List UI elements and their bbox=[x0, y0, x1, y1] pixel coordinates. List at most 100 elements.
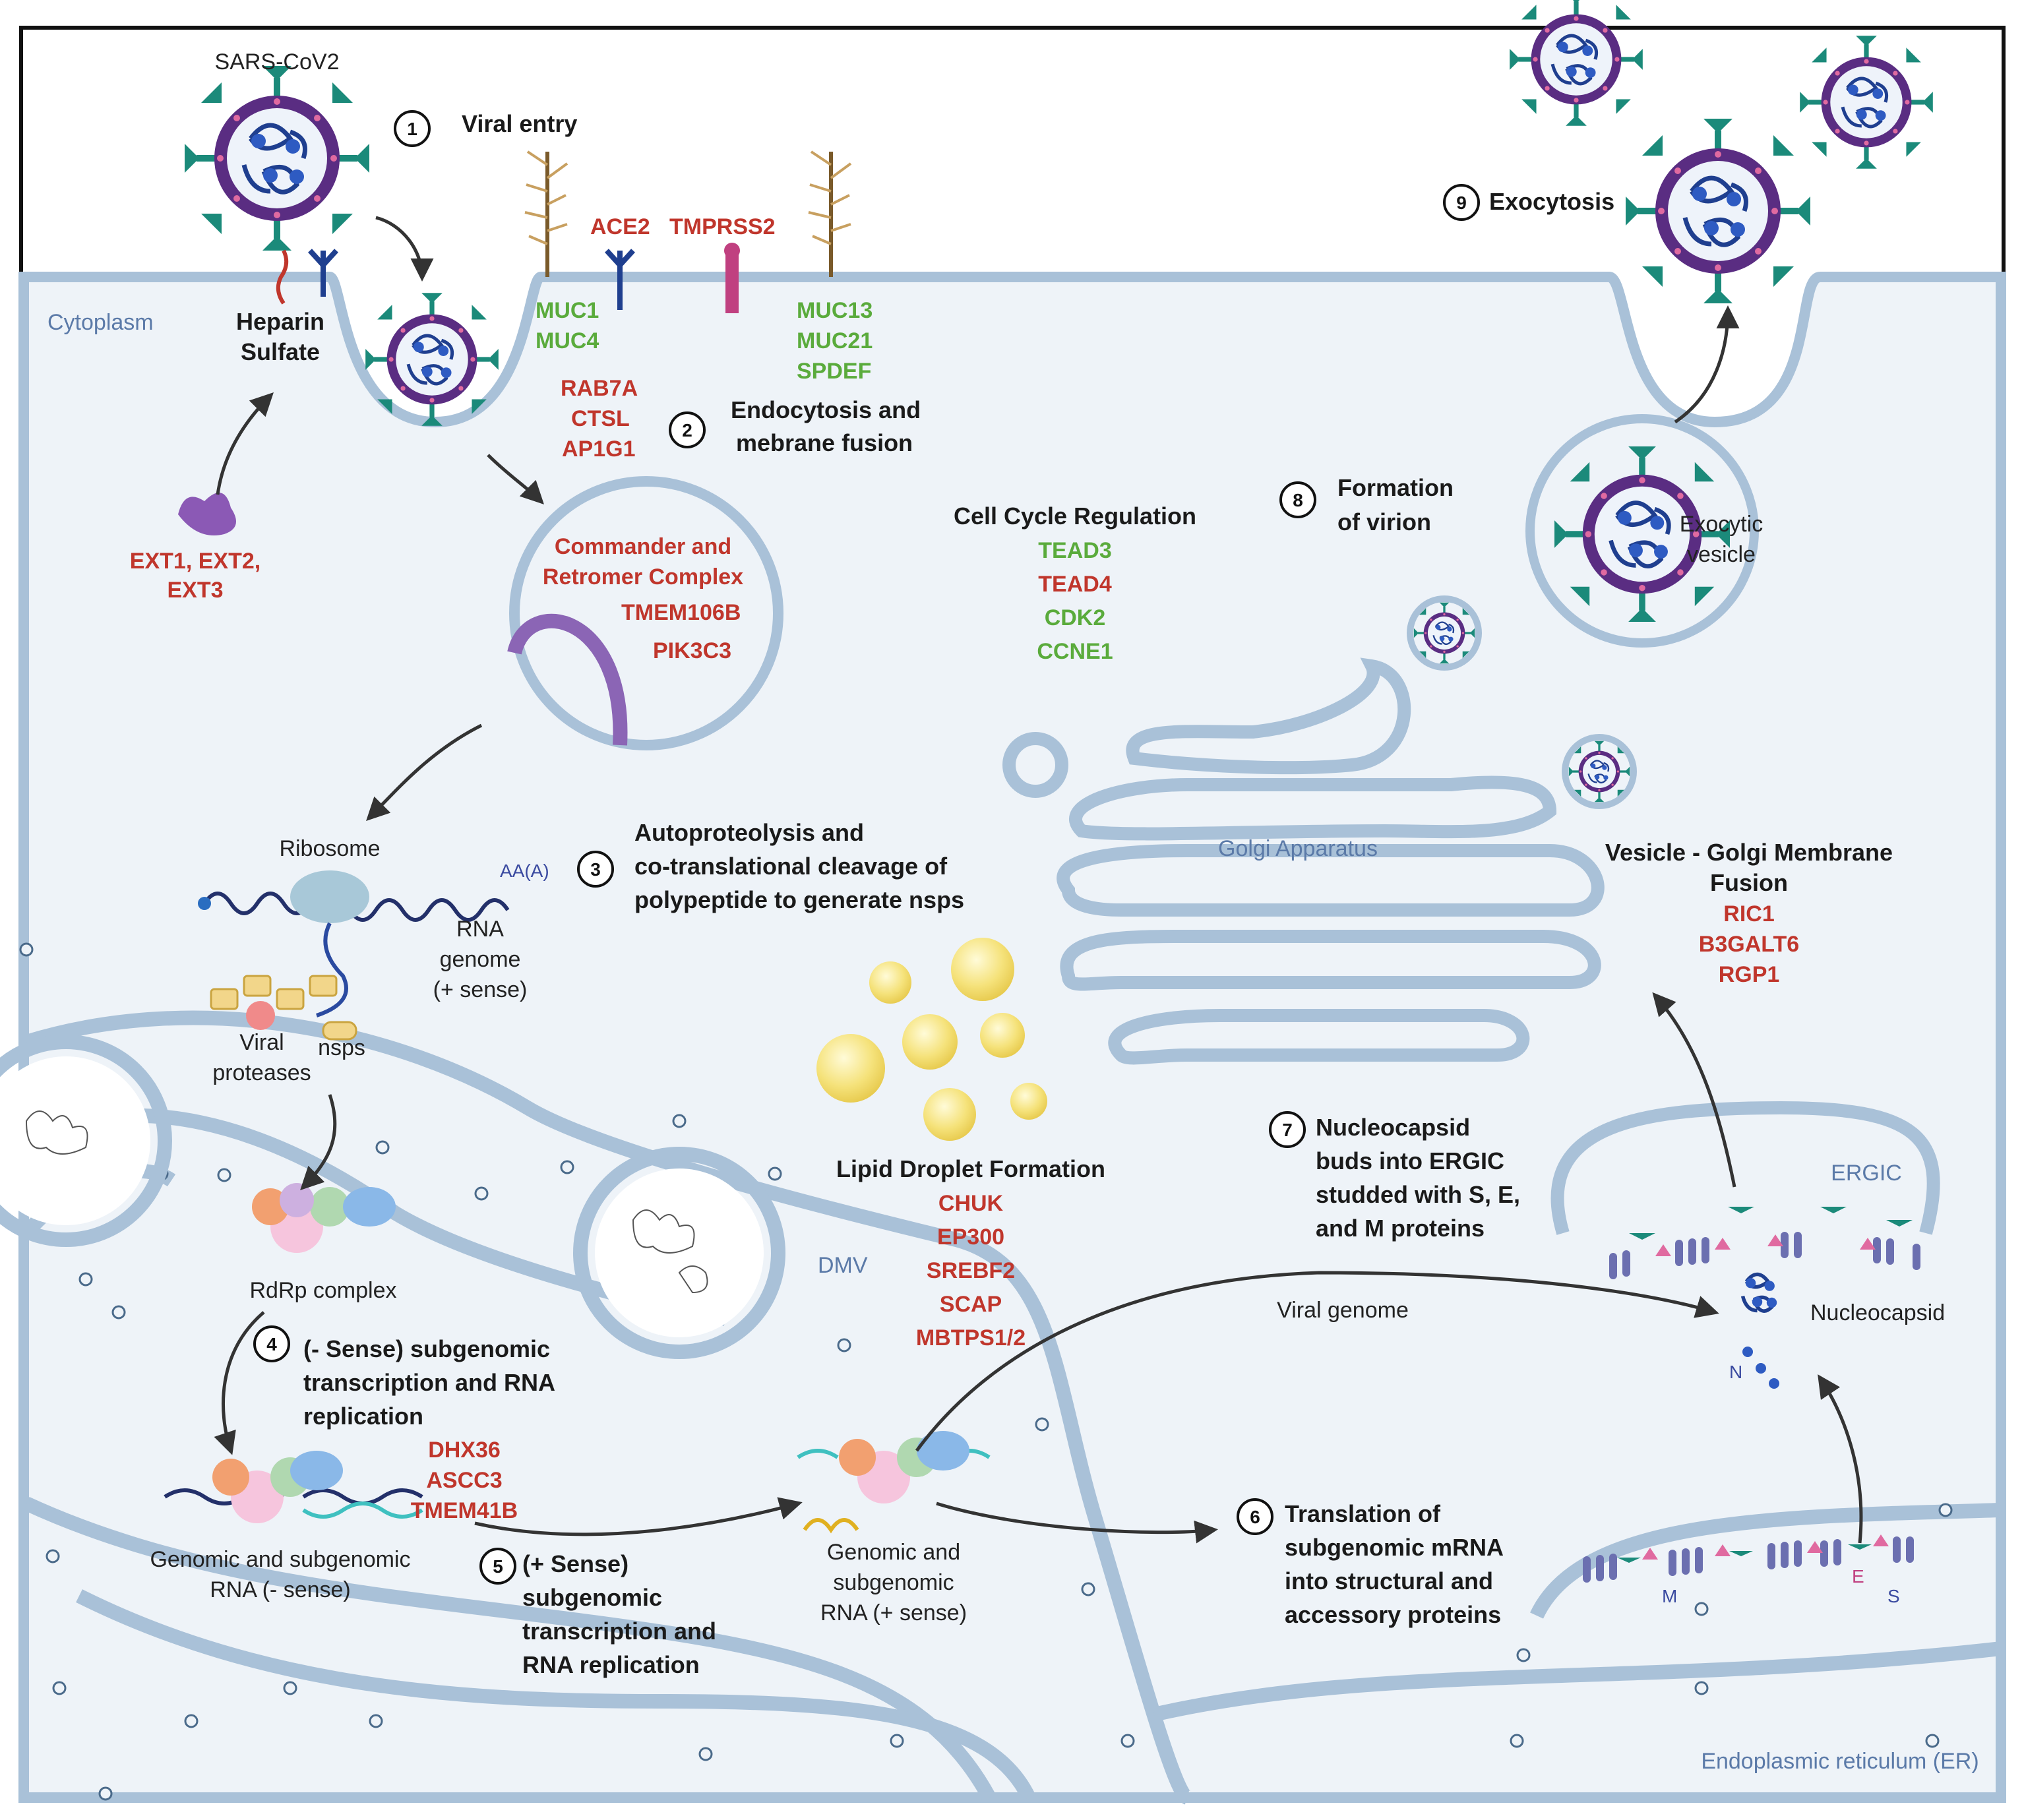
dmv bbox=[573, 1147, 785, 1359]
small-vesicle-2 bbox=[1562, 734, 1637, 809]
step-2-text-1: Endocytosis and bbox=[731, 396, 921, 423]
step-3-text-1: Autoproteolysis and bbox=[634, 819, 864, 846]
lipid-title: Lipid Droplet Formation bbox=[836, 1155, 1105, 1182]
viral-genome-label: Viral genome bbox=[1277, 1298, 1409, 1323]
small-vesicle-1 bbox=[1407, 595, 1482, 671]
step-7-number: 7 bbox=[1282, 1120, 1293, 1140]
ctsl-label: CTSL bbox=[571, 406, 630, 431]
ergic bbox=[1550, 1101, 1940, 1279]
proteases-label-1: Viral bbox=[239, 1030, 284, 1055]
step-5-text-1: (+ Sense) bbox=[522, 1550, 629, 1577]
virus-label: SARS-CoV2 bbox=[215, 49, 340, 75]
golgi-fusion-title-1: Vesicle - Golgi Membrane bbox=[1605, 839, 1893, 866]
endosome bbox=[507, 476, 783, 750]
step-6-number: 6 bbox=[1250, 1507, 1260, 1527]
step-7-text-2: buds into ERGIC bbox=[1316, 1147, 1504, 1174]
step-6-text-4: accessory proteins bbox=[1285, 1601, 1501, 1628]
exocytic-vesicle-label-1: Exocytic bbox=[1680, 512, 1763, 537]
ext-genes-2: EXT3 bbox=[167, 578, 223, 603]
cdk2-label: CDK2 bbox=[1045, 605, 1106, 630]
pos-rna-label-1: Genomic and bbox=[827, 1540, 960, 1565]
step-2-number: 2 bbox=[682, 420, 692, 440]
dmv-left bbox=[0, 1035, 172, 1247]
virion-endocytosed bbox=[365, 293, 499, 426]
step-8-text-1: Formation bbox=[1337, 474, 1454, 501]
commander-label-2: Retromer Complex bbox=[543, 564, 743, 590]
step-1-text: Viral entry bbox=[462, 110, 577, 137]
rna-genome-label-2: genome bbox=[440, 947, 521, 972]
step-9-number: 9 bbox=[1456, 193, 1467, 213]
step-2-text-2: mebrane fusion bbox=[736, 429, 913, 456]
step-3-text-3: polypeptide to generate nsps bbox=[634, 886, 964, 913]
golgi-apparatus bbox=[1002, 657, 1605, 1065]
ext-genes-1: EXT1, EXT2, bbox=[130, 549, 261, 574]
ext-enzyme bbox=[178, 493, 236, 535]
cell-cycle-title: Cell Cycle Regulation bbox=[954, 502, 1196, 530]
step-7-text-1: Nucleocapsid bbox=[1316, 1114, 1470, 1141]
rdrp-complex-3 bbox=[797, 1431, 991, 1534]
e-protein-label: E bbox=[1852, 1566, 1864, 1587]
ace2-label: ACE2 bbox=[590, 214, 650, 239]
scap-label: SCAP bbox=[940, 1292, 1002, 1317]
nucleocapsid bbox=[1740, 1272, 1777, 1313]
step-3-number: 3 bbox=[590, 859, 601, 880]
step-3-text-2: co-translational cleavage of bbox=[634, 853, 948, 880]
step-1-number: 1 bbox=[407, 119, 417, 139]
exocytic-vesicle bbox=[1525, 414, 1759, 648]
m-protein-label: M bbox=[1662, 1586, 1677, 1606]
golgi-fusion-title-2: Fusion bbox=[1710, 869, 1788, 896]
rna-genome-label-3: (+ sense) bbox=[433, 977, 528, 1002]
tmprss2-label: TMPRSS2 bbox=[669, 214, 776, 239]
ribosome-label: Ribosome bbox=[279, 836, 380, 861]
srebf2-label: SREBF2 bbox=[927, 1258, 1015, 1283]
spdef-label: SPDEF bbox=[797, 359, 871, 384]
ergic-label: ERGIC bbox=[1831, 1161, 1902, 1186]
step-6-text-1: Translation of bbox=[1285, 1500, 1441, 1527]
proteases-label-2: proteases bbox=[212, 1060, 311, 1085]
rgp1-label: RGP1 bbox=[1719, 962, 1780, 987]
heparin-receptor bbox=[308, 249, 338, 297]
ep300-label: EP300 bbox=[937, 1225, 1004, 1250]
tead3-label: TEAD3 bbox=[1038, 538, 1111, 563]
step-6-text-2: subgenomic mRNA bbox=[1285, 1534, 1504, 1561]
b3galt6-label: B3GALT6 bbox=[1699, 932, 1799, 957]
n-protein-dots bbox=[1742, 1347, 1779, 1389]
muc4-label: MUC4 bbox=[536, 328, 599, 353]
rdrp-complex-2 bbox=[164, 1451, 423, 1523]
golgi-label: Golgi Apparatus bbox=[1218, 836, 1378, 861]
heparin-label-2: Sulfate bbox=[241, 338, 320, 365]
step-5-text-4: RNA replication bbox=[522, 1651, 700, 1678]
tmprss2-protein bbox=[724, 243, 740, 313]
virion-exocytosis-2 bbox=[1800, 36, 1933, 169]
n-label: N bbox=[1729, 1362, 1742, 1382]
dhx36-label: DHX36 bbox=[428, 1438, 501, 1463]
exocytic-vesicle-label-2: vesicle bbox=[1687, 542, 1756, 567]
pik3c3-label: PIK3C3 bbox=[653, 638, 731, 663]
neg-rna-label-2: RNA (- sense) bbox=[210, 1577, 351, 1602]
heparan-chain bbox=[276, 249, 289, 305]
tead4-label: TEAD4 bbox=[1038, 572, 1112, 597]
muc13-label: MUC13 bbox=[797, 298, 873, 323]
step-4-text-3: replication bbox=[303, 1403, 423, 1430]
tmem106b-label: TMEM106B bbox=[621, 600, 741, 625]
ascc3-label: ASCC3 bbox=[426, 1468, 502, 1493]
virion-exocytosis-3 bbox=[1626, 119, 1810, 303]
polya-label: AA(A) bbox=[500, 861, 549, 881]
step-9-text: Exocytosis bbox=[1489, 188, 1614, 215]
step-8-text-2: of virion bbox=[1337, 508, 1431, 535]
pos-rna-label-3: RNA (+ sense) bbox=[820, 1600, 967, 1625]
heparin-label-1: Heparin bbox=[236, 308, 324, 335]
ribosome-complex bbox=[198, 870, 510, 1041]
rna-genome-label-1: RNA bbox=[456, 917, 504, 942]
rdrp-label: RdRp complex bbox=[250, 1278, 397, 1303]
step-5-number: 5 bbox=[493, 1556, 503, 1577]
step-5-text-2: subgenomic bbox=[522, 1584, 662, 1611]
receptor-glycans bbox=[524, 150, 852, 277]
ccne1-label: CCNE1 bbox=[1037, 639, 1113, 664]
muc21-label: MUC21 bbox=[797, 328, 873, 353]
s-protein-label: S bbox=[1887, 1586, 1900, 1606]
rdrp-complex-1 bbox=[252, 1183, 396, 1253]
tmem41b-label: TMEM41B bbox=[411, 1498, 518, 1523]
nucleocapsid-label: Nucleocapsid bbox=[1810, 1300, 1945, 1325]
